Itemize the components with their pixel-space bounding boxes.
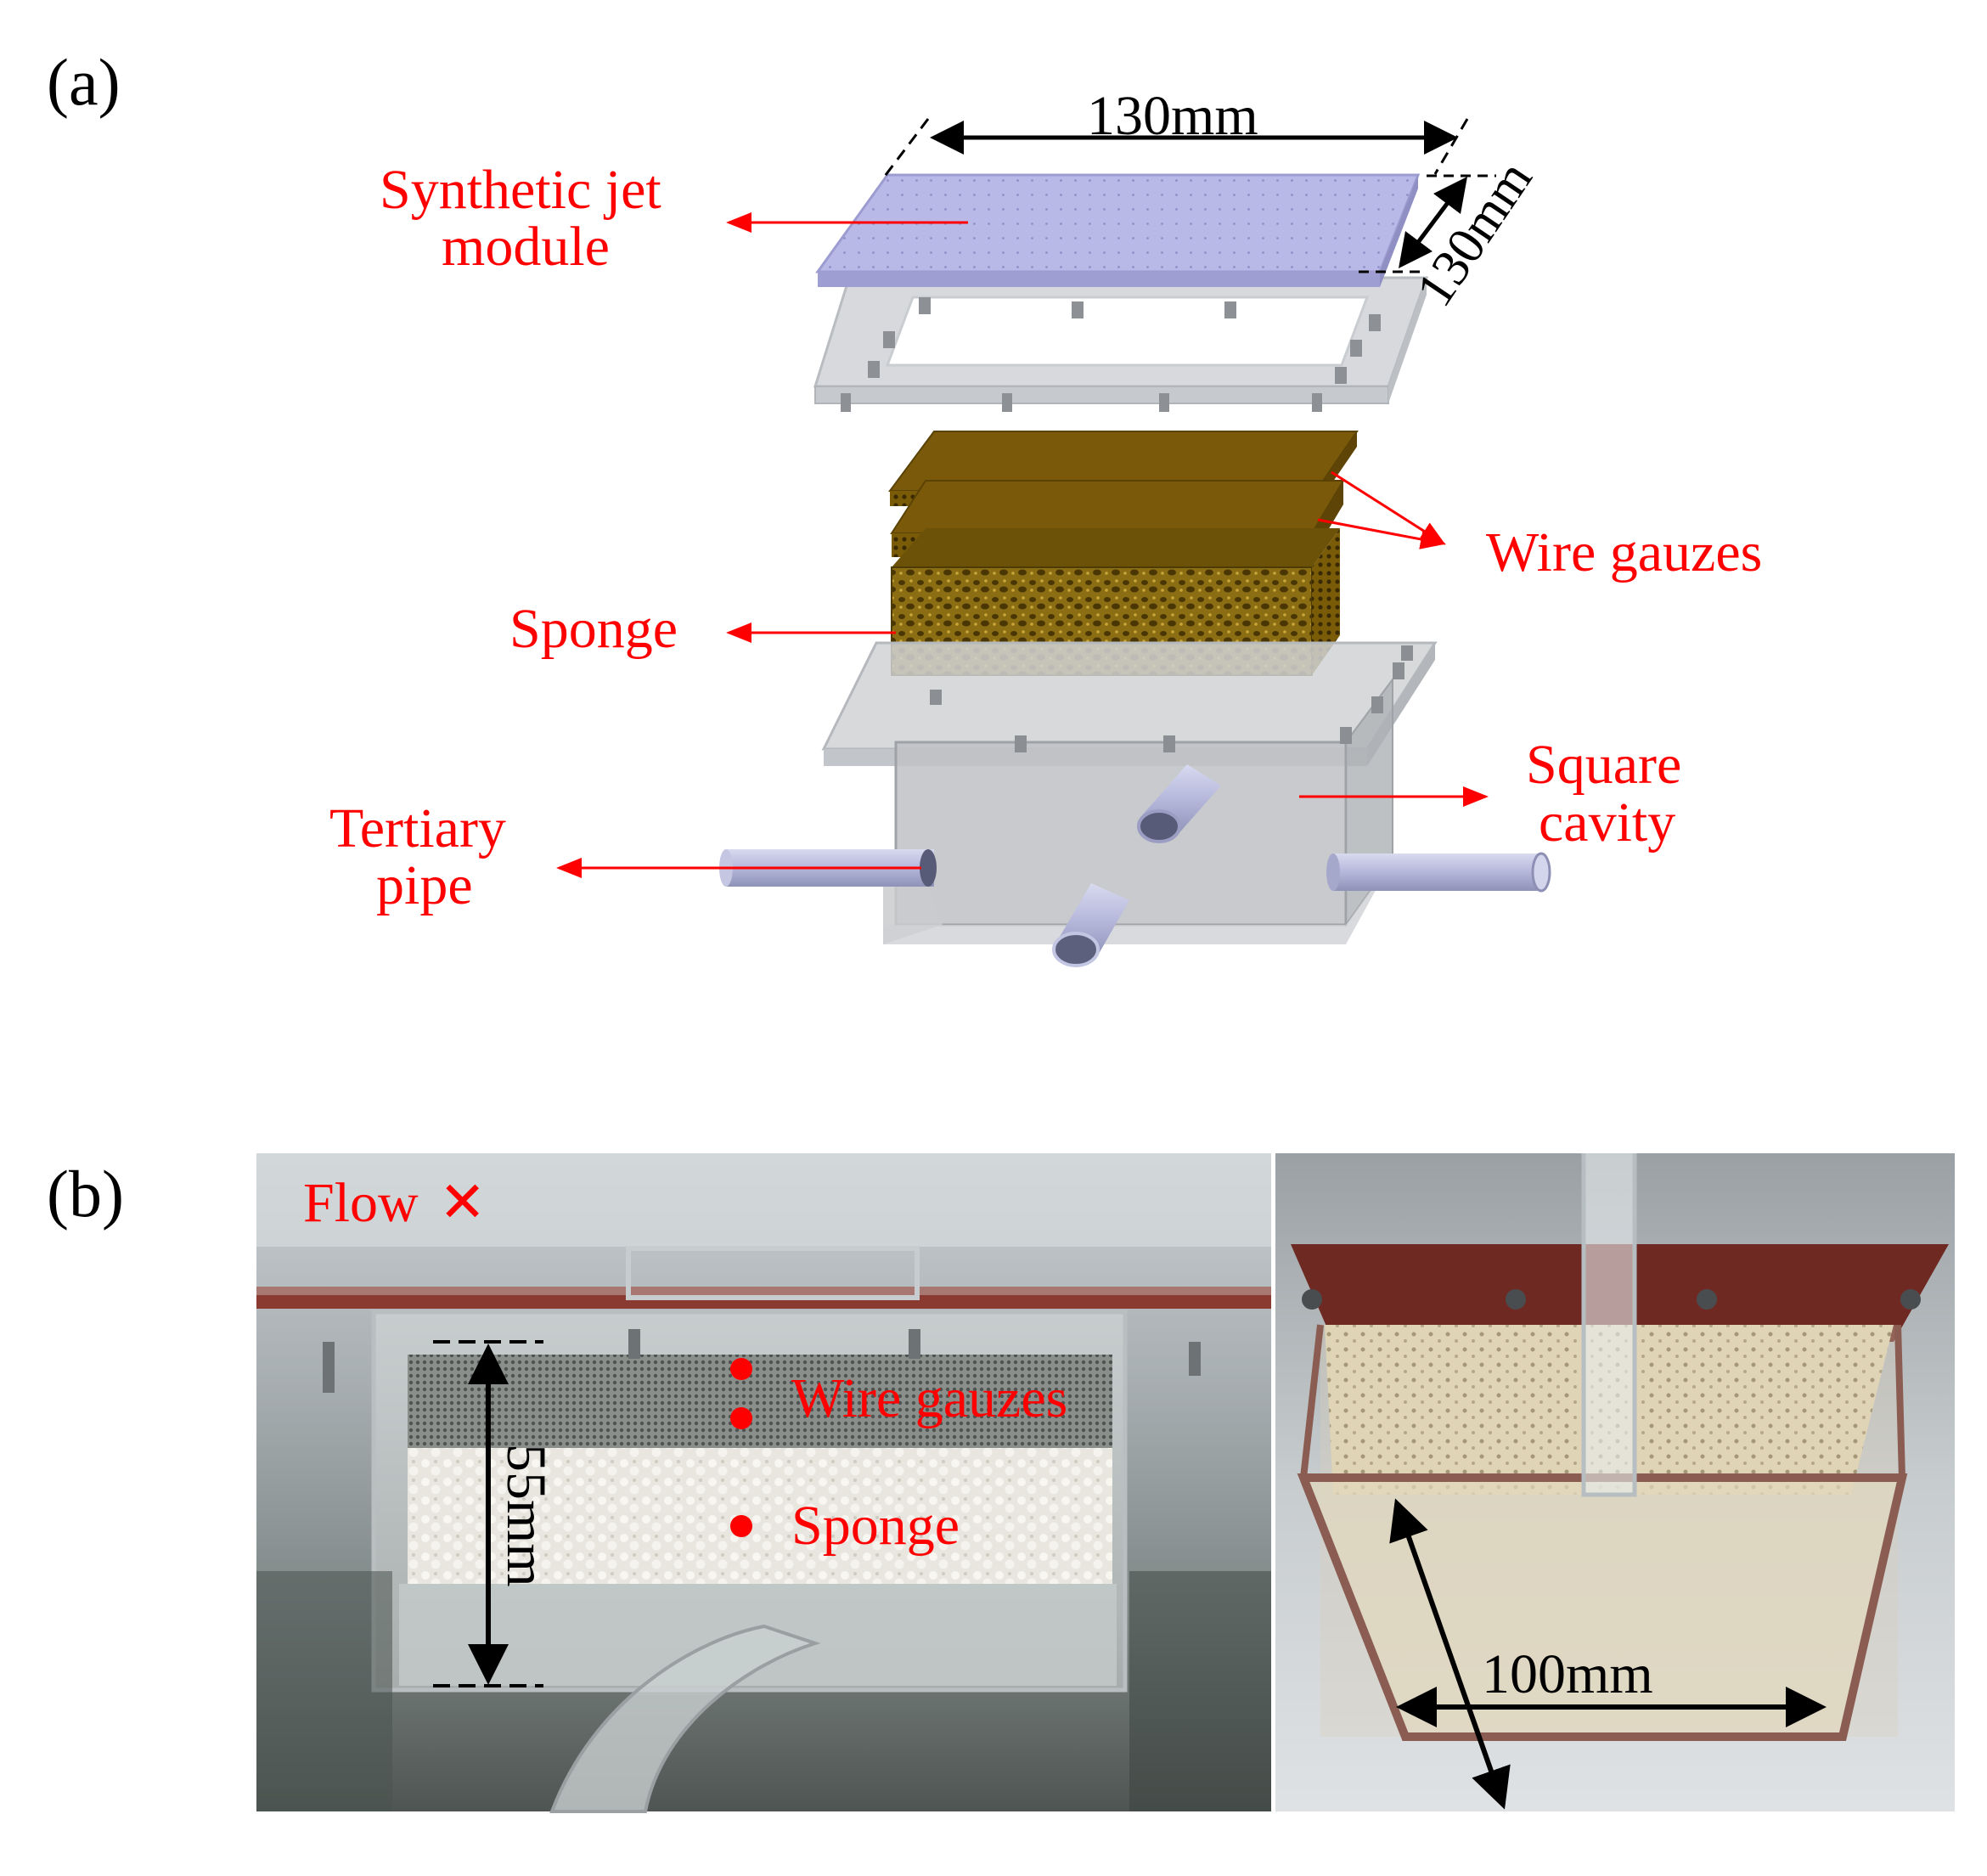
panel-a-tag: (a) xyxy=(47,45,121,119)
label-wire-gauzes-a: Wire gauzes xyxy=(1486,521,1762,583)
pipe-front xyxy=(1052,883,1129,967)
flow-into-page-icon: ✕ xyxy=(439,1172,486,1234)
panel-b-tag: (b) xyxy=(47,1157,124,1231)
label-sponge-b: Sponge xyxy=(791,1495,960,1557)
label-synthetic-jet-line2: module xyxy=(442,216,610,278)
label-synthetic-jet-line1: Synthetic jet xyxy=(380,159,661,221)
label-sponge-a: Sponge xyxy=(509,598,678,660)
pipe-right xyxy=(1326,852,1551,893)
label-wire-gauzes-b: Wire gauzes xyxy=(791,1367,1067,1429)
dimension-width-b: 100mm xyxy=(1389,1498,1827,1810)
photo-right xyxy=(1275,1153,1955,1811)
label-tertiary-line1: Tertiary xyxy=(329,797,506,859)
dimension-width-b-label: 100mm xyxy=(1482,1643,1653,1705)
dimension-width-a: 130mm xyxy=(881,85,1469,179)
label-square-line2: cavity xyxy=(1539,792,1675,853)
label-tertiary-line2: pipe xyxy=(376,854,473,916)
dimension-width-label: 130mm xyxy=(1087,85,1258,147)
dimension-height-b: 55mm xyxy=(433,1340,557,1687)
dimension-height-label: 55mm xyxy=(495,1444,557,1587)
synthetic-jet-module xyxy=(815,173,1421,287)
pipe-back xyxy=(1137,764,1221,843)
photo-left xyxy=(256,1153,1271,1813)
square-cavity xyxy=(821,641,1438,944)
label-square-line1: Square xyxy=(1526,734,1681,796)
markers-b xyxy=(730,1358,752,1537)
annotation-arrows-a xyxy=(556,212,1489,878)
label-flow: Flow xyxy=(303,1172,419,1234)
upper-frame xyxy=(813,276,1429,412)
